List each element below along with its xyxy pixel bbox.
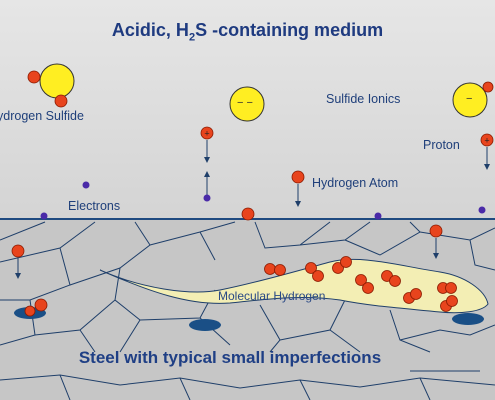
- proton-left: +: [200, 126, 214, 195]
- diagram-title: Acidic, H2S -containing medium: [111, 20, 384, 44]
- adsorbed-hydrogen: [241, 207, 255, 221]
- label-molecular-hydrogen: Molecular Hydrogen: [218, 289, 326, 303]
- label-proton: Proton: [423, 138, 460, 152]
- inclusion-2: [189, 319, 221, 331]
- label-hydrogen-atom: Hydrogen Atom: [312, 176, 399, 190]
- hydrogen-diffusing-right: [429, 224, 443, 259]
- inclusion-3: [452, 313, 484, 325]
- hydrogen-at-inclusion-2: [24, 305, 36, 317]
- sulfide-ion-left: [229, 86, 265, 122]
- electrons: [40, 181, 486, 220]
- hydrogen-diffusing-left: [11, 244, 25, 279]
- sulfide-right-charge: −: [466, 93, 473, 105]
- sulfide-left-charge: − −: [237, 97, 253, 109]
- hydrogen-at-inclusion: [34, 298, 48, 312]
- hydrogen-sulfide-molecule: [27, 63, 75, 108]
- hydrogen-atom-above-surface: [291, 170, 305, 207]
- label-sulfide-ionics: Sulfide Ionics: [326, 92, 401, 106]
- label-steel: Steel with typical small imperfections: [78, 348, 382, 367]
- label-electrons: Electrons: [68, 199, 121, 213]
- proton-right: +: [480, 133, 494, 170]
- sulfide-ion-right: [452, 82, 488, 118]
- label-hydrogen-sulfide: Hydrogen Sulfide: [0, 109, 84, 123]
- sulfide-ion-hydrogen: [482, 81, 494, 93]
- molecular-hydrogen-pairs: [264, 256, 458, 312]
- svg-text:+: +: [204, 129, 209, 139]
- svg-text:+: +: [484, 136, 489, 146]
